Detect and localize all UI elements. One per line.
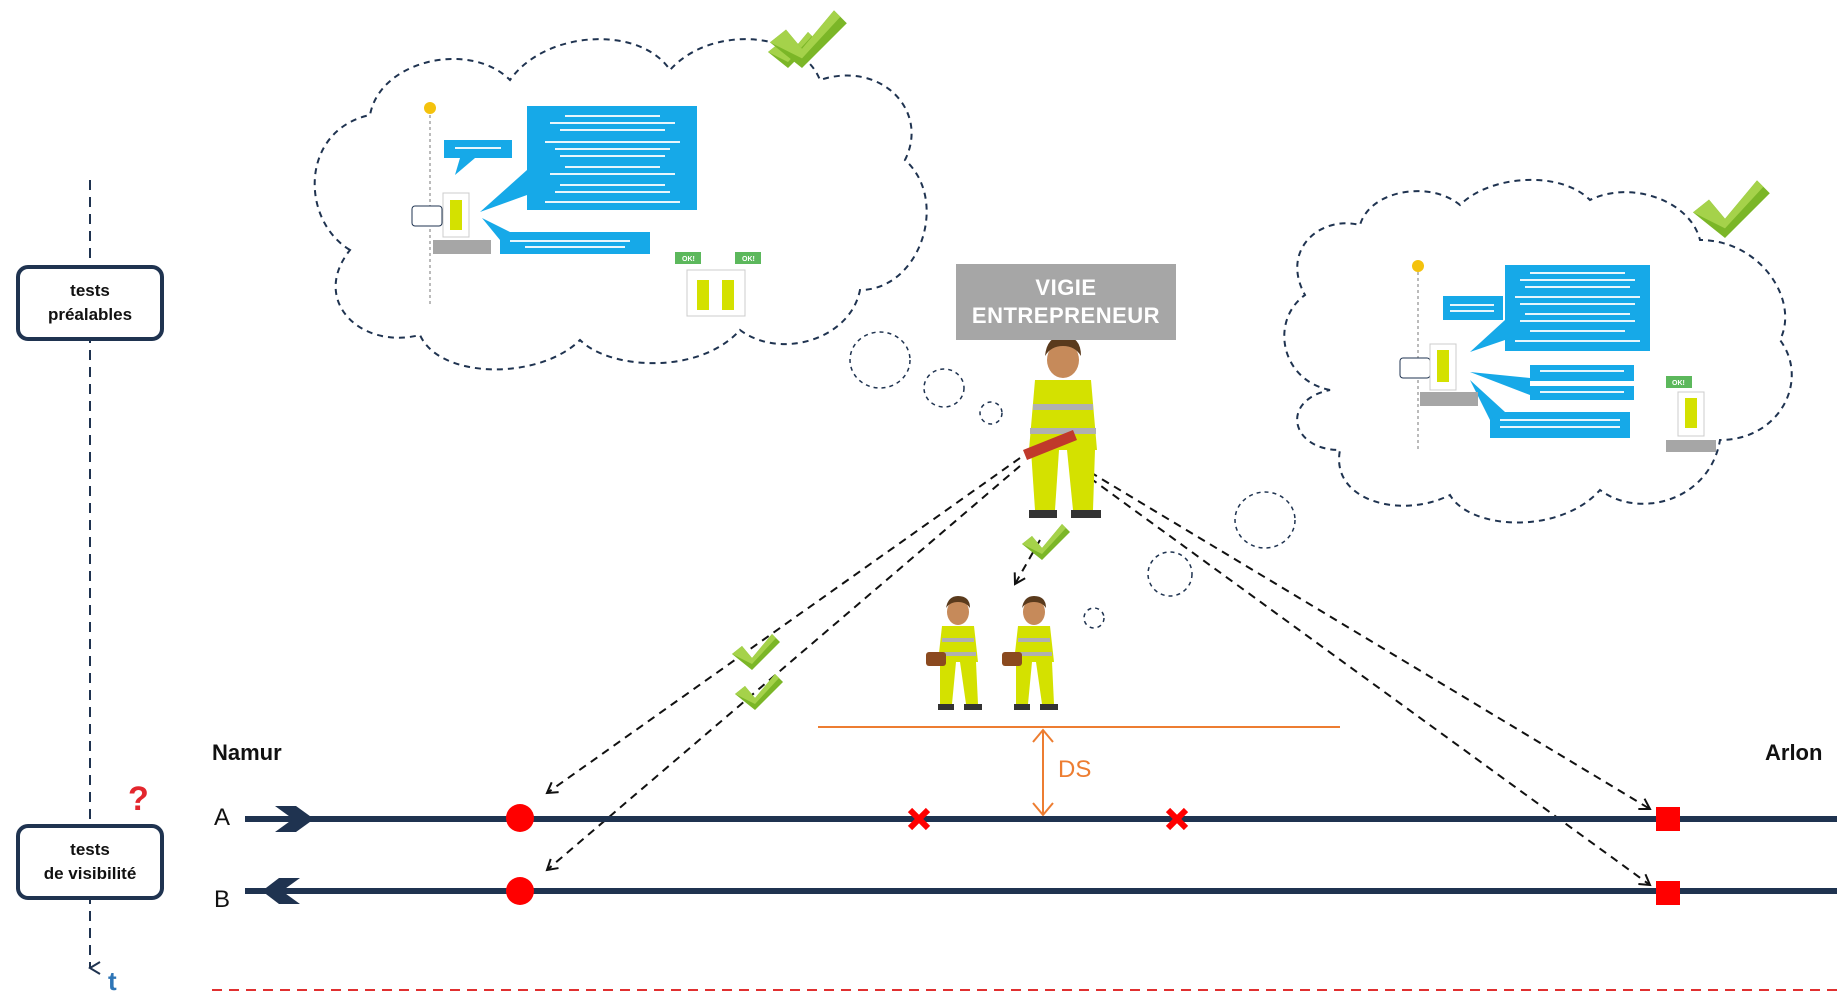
right-mini-sun-icon <box>1412 260 1424 272</box>
vigie-line2: ENTREPRENEUR <box>971 303 1161 328</box>
right-mini-panel-4 <box>1490 412 1630 438</box>
track-b-label: B <box>214 886 231 913</box>
left-mini-panel-main <box>527 106 697 210</box>
stage-line2: de visibilité <box>43 864 137 883</box>
direction-arrow-a <box>275 806 314 832</box>
check-icon-sight-a <box>732 634 780 670</box>
stage-line1: tests <box>70 840 110 859</box>
right-thought-cloud: OK! <box>1283 178 1793 524</box>
signal-b-right <box>1656 881 1680 905</box>
check-icon-sight-b <box>735 674 783 710</box>
thought-bubbles <box>849 331 1296 629</box>
stage-box-preliminary-tests: tests préalables <box>16 265 164 341</box>
mini-stage-box <box>411 205 443 227</box>
vigie-line1: VIGIE <box>1035 275 1097 300</box>
station-namur: Namur <box>212 740 282 765</box>
left-ok-1: OK! <box>682 256 695 263</box>
left-ok-2: OK! <box>742 256 755 263</box>
right-mini-panel-2 <box>1530 365 1634 381</box>
left-mini-panel-bottom <box>500 232 650 254</box>
left-thought-cloud: OK! OK! <box>313 38 928 371</box>
cross-marker-1 <box>907 807 931 831</box>
right-cloud-big-check-icon <box>1693 180 1770 238</box>
vigie-label: VIGIE ENTREPRENEUR <box>956 264 1176 340</box>
stage-line2: préalables <box>47 305 133 324</box>
worker-figure-2 <box>1002 596 1058 710</box>
signal-b-left <box>506 877 534 905</box>
stage-line1: tests <box>70 281 110 300</box>
right-ok-1: OK! <box>1672 380 1685 387</box>
mini-caption <box>433 240 491 254</box>
signal-a-left <box>506 804 534 832</box>
right-mini-panel-main <box>1505 265 1650 351</box>
right-mini-panel-small <box>1443 296 1503 320</box>
station-arlon: Arlon <box>1765 740 1823 765</box>
check-icon-workers <box>1022 524 1070 560</box>
question-mark-icon: ? <box>128 780 149 818</box>
direction-arrow-b <box>262 878 300 904</box>
signal-a-right <box>1656 807 1680 831</box>
stage-box-visibility-tests: tests de visibilité <box>16 824 164 900</box>
worker-figure-1 <box>926 596 982 710</box>
cross-marker-2 <box>1165 807 1189 831</box>
safety-distance-label: DS <box>1058 756 1092 783</box>
mini-sun-icon <box>424 102 436 114</box>
track-a-label: A <box>214 804 231 831</box>
time-axis-label: t <box>108 966 117 996</box>
vigie-figure <box>1023 336 1101 518</box>
